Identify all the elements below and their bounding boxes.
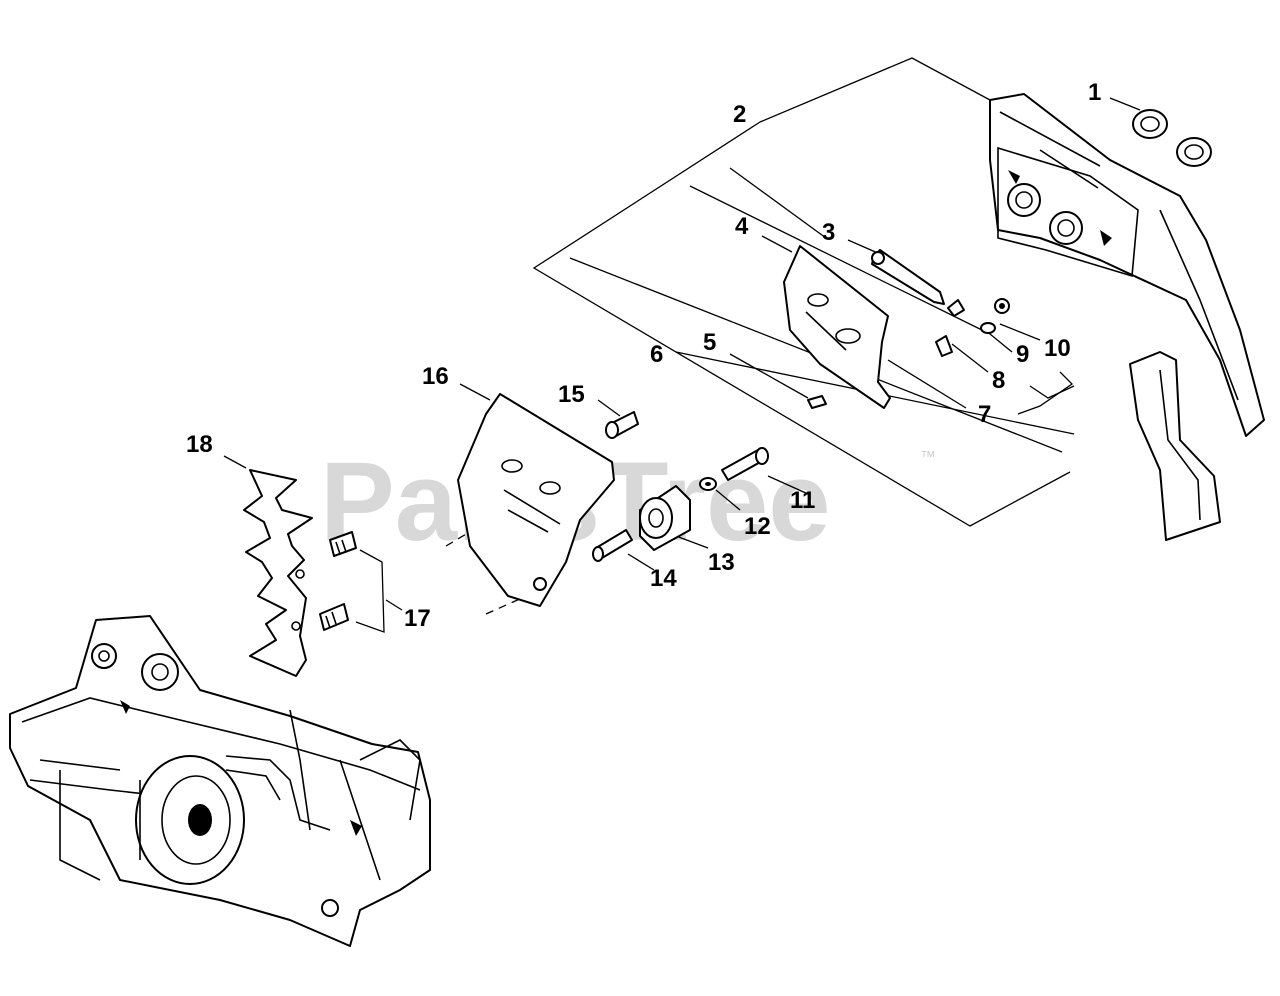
callout-2: 2 bbox=[733, 101, 746, 128]
leader-15 bbox=[597, 399, 621, 417]
callout-17: 17 bbox=[404, 605, 431, 632]
screw-15-part bbox=[605, 411, 639, 439]
pin-14-part bbox=[592, 529, 633, 562]
leader-10 bbox=[999, 323, 1041, 341]
leader-4 bbox=[761, 235, 793, 253]
leader-7-bracket bbox=[1017, 371, 1074, 415]
callout-4: 4 bbox=[735, 213, 749, 240]
leader-17-bracket bbox=[355, 549, 385, 633]
spike-bumper-18-part bbox=[243, 469, 313, 677]
callout-9: 9 bbox=[1016, 341, 1029, 368]
leader-7 bbox=[887, 359, 967, 409]
callout-5: 5 bbox=[703, 329, 716, 356]
callout-1: 1 bbox=[1088, 79, 1101, 106]
leader-18 bbox=[223, 455, 247, 469]
leader-9 bbox=[989, 333, 1013, 353]
leader-1 bbox=[1109, 97, 1141, 111]
callout-14: 14 bbox=[650, 565, 677, 592]
small-fittings-part bbox=[935, 298, 1010, 357]
callout-8: 8 bbox=[992, 367, 1005, 394]
bolts-17-part bbox=[319, 531, 357, 631]
sprocket-cover-part bbox=[989, 93, 1265, 437]
chain-catcher-part bbox=[1129, 351, 1221, 541]
callout-15: 15 bbox=[558, 381, 585, 408]
callout-6: 6 bbox=[650, 341, 663, 368]
small-screw-part bbox=[807, 395, 827, 409]
leader-5 bbox=[729, 353, 809, 399]
callout-labels: 1 2 3 4 5 6 7 8 9 10 11 12 13 14 15 16 1… bbox=[186, 79, 1101, 632]
adjuster-bolt-part bbox=[871, 249, 945, 305]
leader-3 bbox=[847, 239, 881, 255]
callout-7: 7 bbox=[978, 401, 991, 428]
callout-11: 11 bbox=[790, 487, 815, 514]
leader-2-top bbox=[759, 57, 991, 123]
leader-2-bracket bbox=[532, 121, 1071, 527]
bolt-11-part bbox=[721, 447, 769, 481]
flange-nut-part bbox=[1132, 109, 1212, 167]
callout-13: 13 bbox=[708, 549, 735, 576]
inner-guide-plate-part bbox=[457, 393, 615, 607]
callout-10: 10 bbox=[1044, 335, 1071, 362]
leader-16 bbox=[459, 383, 491, 401]
washer-12-part bbox=[699, 477, 717, 491]
leader-10-bracket bbox=[1029, 385, 1075, 399]
callout-18: 18 bbox=[186, 431, 213, 458]
cushion-13-part bbox=[639, 485, 691, 551]
leader-11 bbox=[767, 475, 809, 495]
callout-3: 3 bbox=[822, 219, 835, 246]
leader-3-line bbox=[729, 167, 827, 239]
leader-12 bbox=[715, 489, 741, 511]
leader-8 bbox=[951, 343, 989, 373]
callout-12: 12 bbox=[744, 513, 771, 540]
leader-17 bbox=[385, 599, 403, 611]
leader-3-4-bracket bbox=[689, 185, 991, 335]
guide-plate-part bbox=[783, 245, 891, 409]
crankcase-part bbox=[9, 615, 431, 947]
leader-13 bbox=[675, 535, 709, 549]
callout-16: 16 bbox=[422, 363, 449, 390]
leader-14 bbox=[627, 553, 655, 571]
watermark-trademark: ™ bbox=[920, 449, 936, 466]
